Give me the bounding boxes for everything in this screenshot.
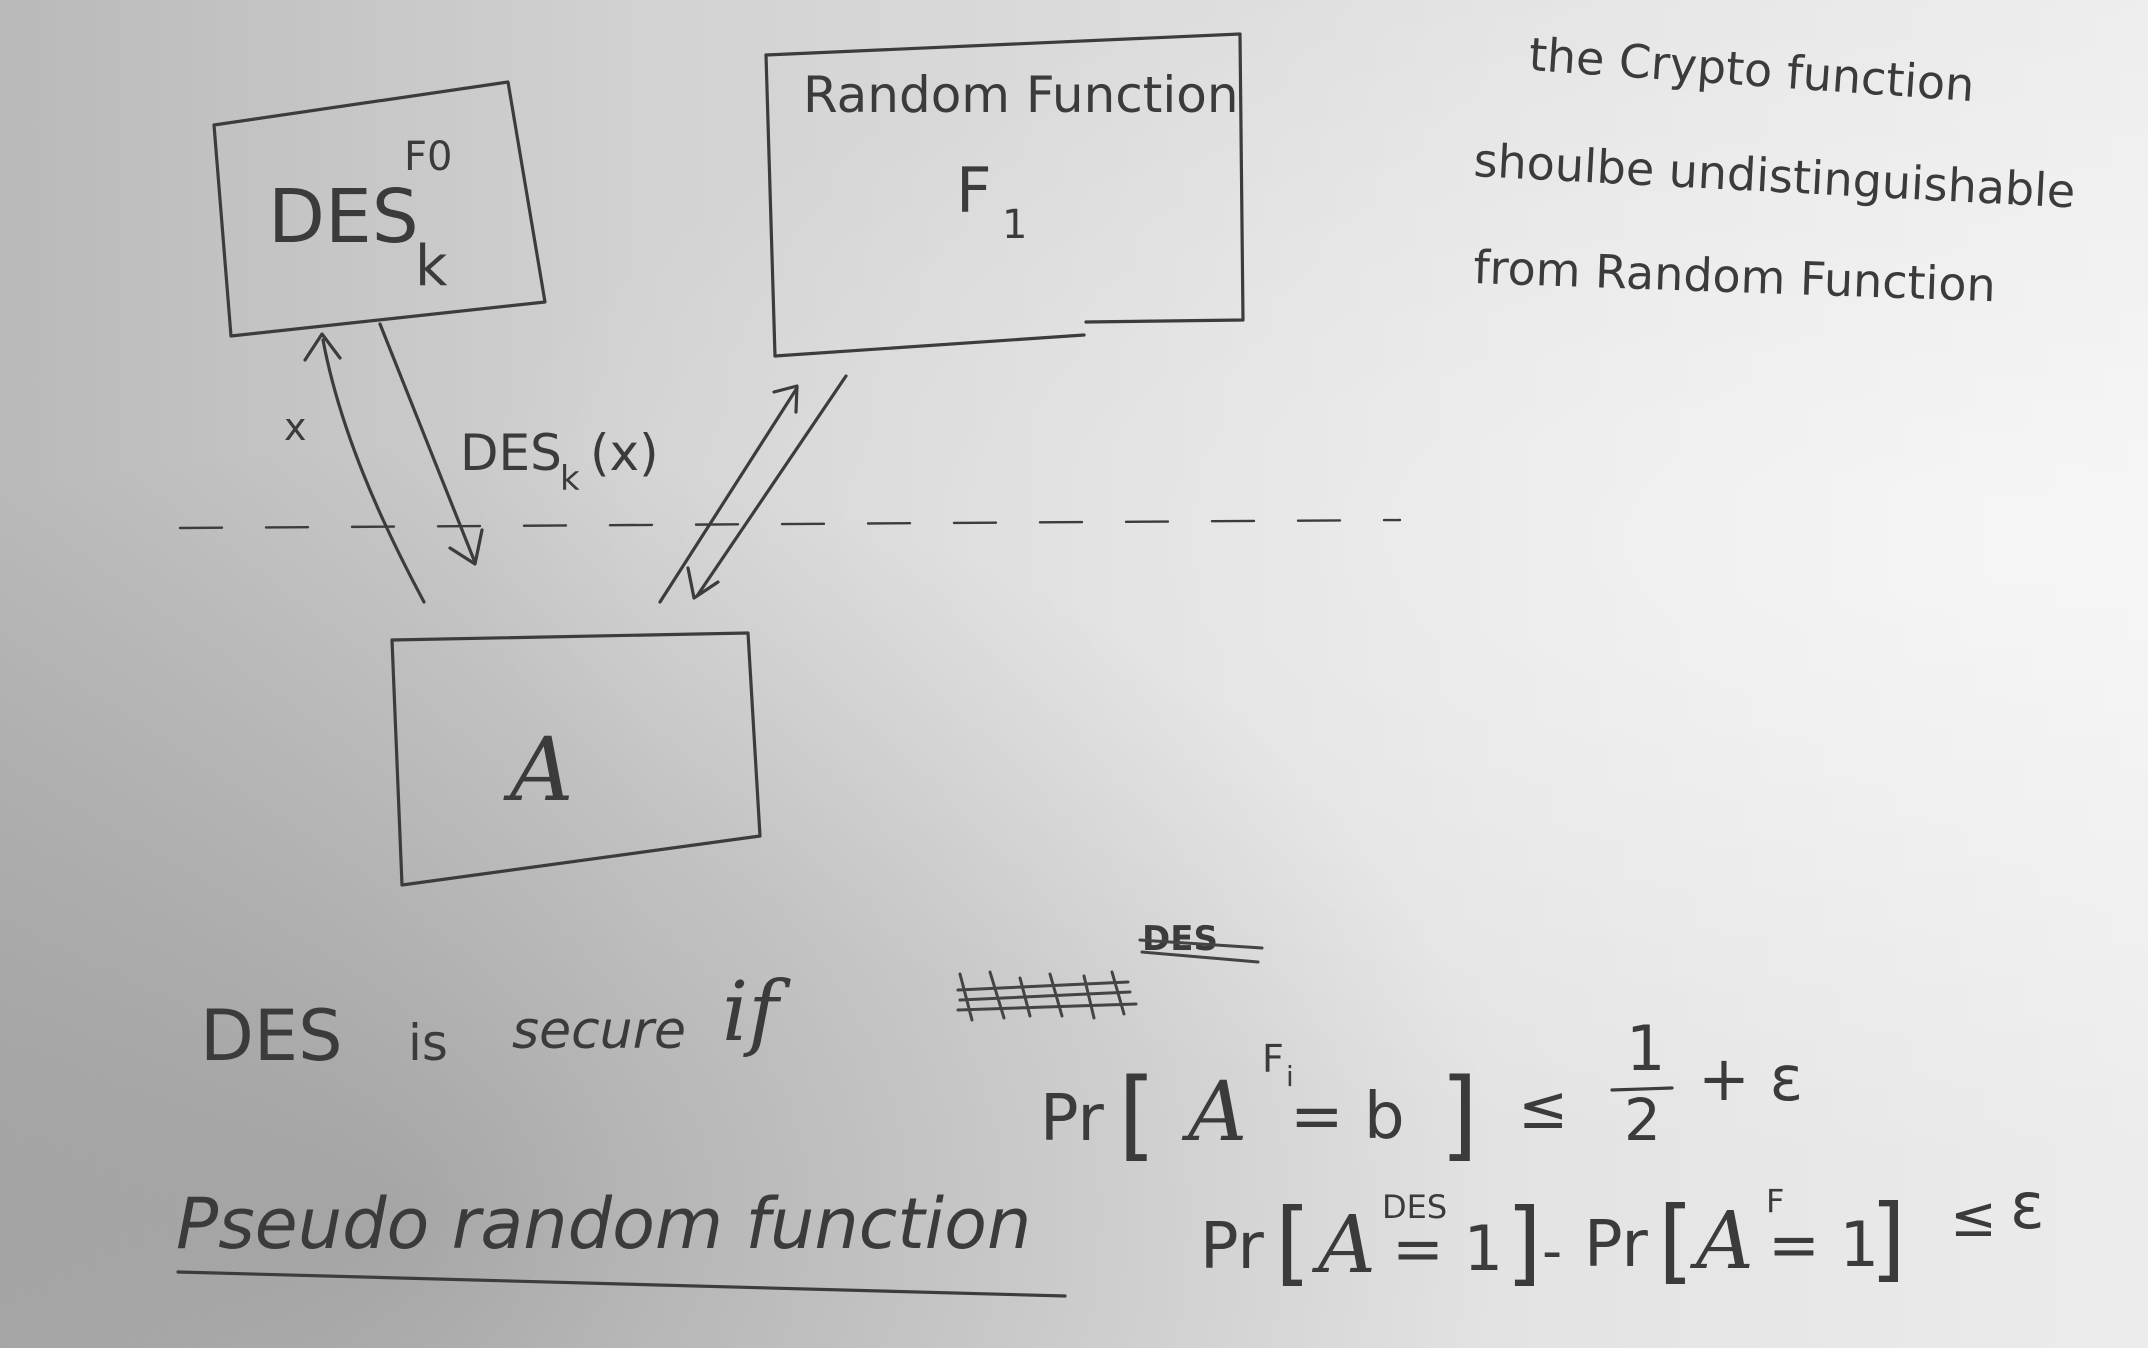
- eq1-leq: ≤: [1518, 1073, 1568, 1143]
- random-function-box-left-edge: [764, 53, 777, 358]
- side-note: the Crypto function shoulbe undistinguis…: [1472, 27, 2076, 312]
- eq2-inner-1: = 1: [1392, 1212, 1503, 1285]
- dashed-separator: [178, 518, 1402, 530]
- response-subscript: k: [560, 459, 580, 499]
- prf-heading: Pseudo random function: [176, 1183, 1031, 1265]
- eq1-superscript-sub: i: [1286, 1060, 1294, 1093]
- equation-2: Pr [ A DES = 1 ] - Pr [ A F = 1 ] ≤ ε: [1200, 1170, 2045, 1296]
- adversary-box-label: A: [503, 718, 574, 821]
- note-line-2: shoulbe undistinguishable: [1472, 133, 2076, 218]
- des-box-subscript: k: [415, 234, 448, 299]
- random-function-subscript: 1: [1002, 202, 1027, 248]
- response-arrowhead: [448, 528, 484, 566]
- security-statement: DES is secure if DES: [200, 919, 1264, 1077]
- eq1-adversary: A: [1181, 1065, 1247, 1160]
- random-response-arrow: [695, 374, 848, 598]
- crossed-out-superscript-strike: [1138, 938, 1264, 964]
- des-box-label: DES: [268, 174, 419, 260]
- statement-is: is: [408, 1014, 448, 1072]
- random-function-box: Random Function F 1: [764, 32, 1245, 358]
- eq2-close-bracket-1: ]: [1506, 1189, 1542, 1296]
- statement-secure: secure: [512, 1001, 686, 1061]
- des-box-superscript: F0: [404, 134, 452, 180]
- query-arrow: [321, 338, 426, 604]
- eq2-superscript-1: DES: [1382, 1188, 1447, 1226]
- eq2-inner-2: = 1: [1768, 1208, 1879, 1281]
- random-function-title: Random Function: [803, 66, 1239, 124]
- eq1-superscript: F: [1262, 1037, 1284, 1081]
- crossed-out-text: [956, 970, 1138, 1022]
- statement-if: if: [722, 965, 791, 1060]
- eq2-minus: -: [1542, 1219, 1562, 1284]
- adversary-box-outline: [390, 631, 762, 887]
- statement-subject: DES: [200, 995, 343, 1077]
- des-box: DES k F0: [212, 80, 547, 338]
- random-query-arrow: [658, 386, 799, 604]
- eq2-pr-2: Pr: [1584, 1208, 1648, 1282]
- equation-1: Pr [ A F i = b ] ≤ 1 2 + ε: [1040, 1012, 1803, 1172]
- random-function-label: F: [956, 154, 992, 227]
- response-arrow: [378, 322, 476, 562]
- eq2-leq: ≤: [1950, 1185, 1997, 1250]
- query-arrowhead: [303, 332, 342, 362]
- eq1-pr: Pr: [1040, 1082, 1104, 1156]
- prf-heading-underline: [176, 1270, 1067, 1298]
- eq1-fraction-denominator: 2: [1624, 1086, 1661, 1154]
- eq2-adversary-1: A: [1311, 1198, 1376, 1291]
- eq2-superscript-2: F: [1766, 1182, 1784, 1220]
- eq2-pr-1: Pr: [1200, 1210, 1264, 1284]
- eq2-open-bracket-1: [: [1275, 1189, 1311, 1296]
- eq2-open-bracket-2: [: [1658, 1187, 1694, 1294]
- prf-heading-group: Pseudo random function: [176, 1183, 1067, 1298]
- query-label: x: [284, 405, 307, 449]
- random-query-arrowhead: [772, 384, 799, 414]
- response-argument: (x): [590, 424, 659, 482]
- eq1-inner: = b: [1290, 1080, 1405, 1154]
- eq2-epsilon: ε: [2010, 1170, 2045, 1244]
- eq1-fraction-numerator: 1: [1626, 1012, 1665, 1085]
- eq1-close-bracket: ]: [1440, 1058, 1478, 1172]
- des-arrows: x DES k (x): [284, 322, 659, 604]
- eq1-fraction-bar: [1610, 1086, 1674, 1092]
- des-box-outline: [212, 80, 547, 338]
- eq2-adversary-2: A: [1689, 1194, 1754, 1287]
- note-line-3: from Random Function: [1473, 240, 1997, 312]
- eq1-plus-epsilon: + ε: [1698, 1042, 1803, 1115]
- eq2-close-bracket-2: ]: [1870, 1185, 1906, 1292]
- adversary-box: A: [390, 631, 762, 887]
- eq1-open-bracket: [: [1118, 1058, 1156, 1172]
- random-arrows: [658, 374, 848, 604]
- note-line-1: the Crypto function: [1527, 27, 1976, 112]
- response-label: DES: [460, 424, 562, 482]
- random-response-arrowhead: [686, 566, 720, 600]
